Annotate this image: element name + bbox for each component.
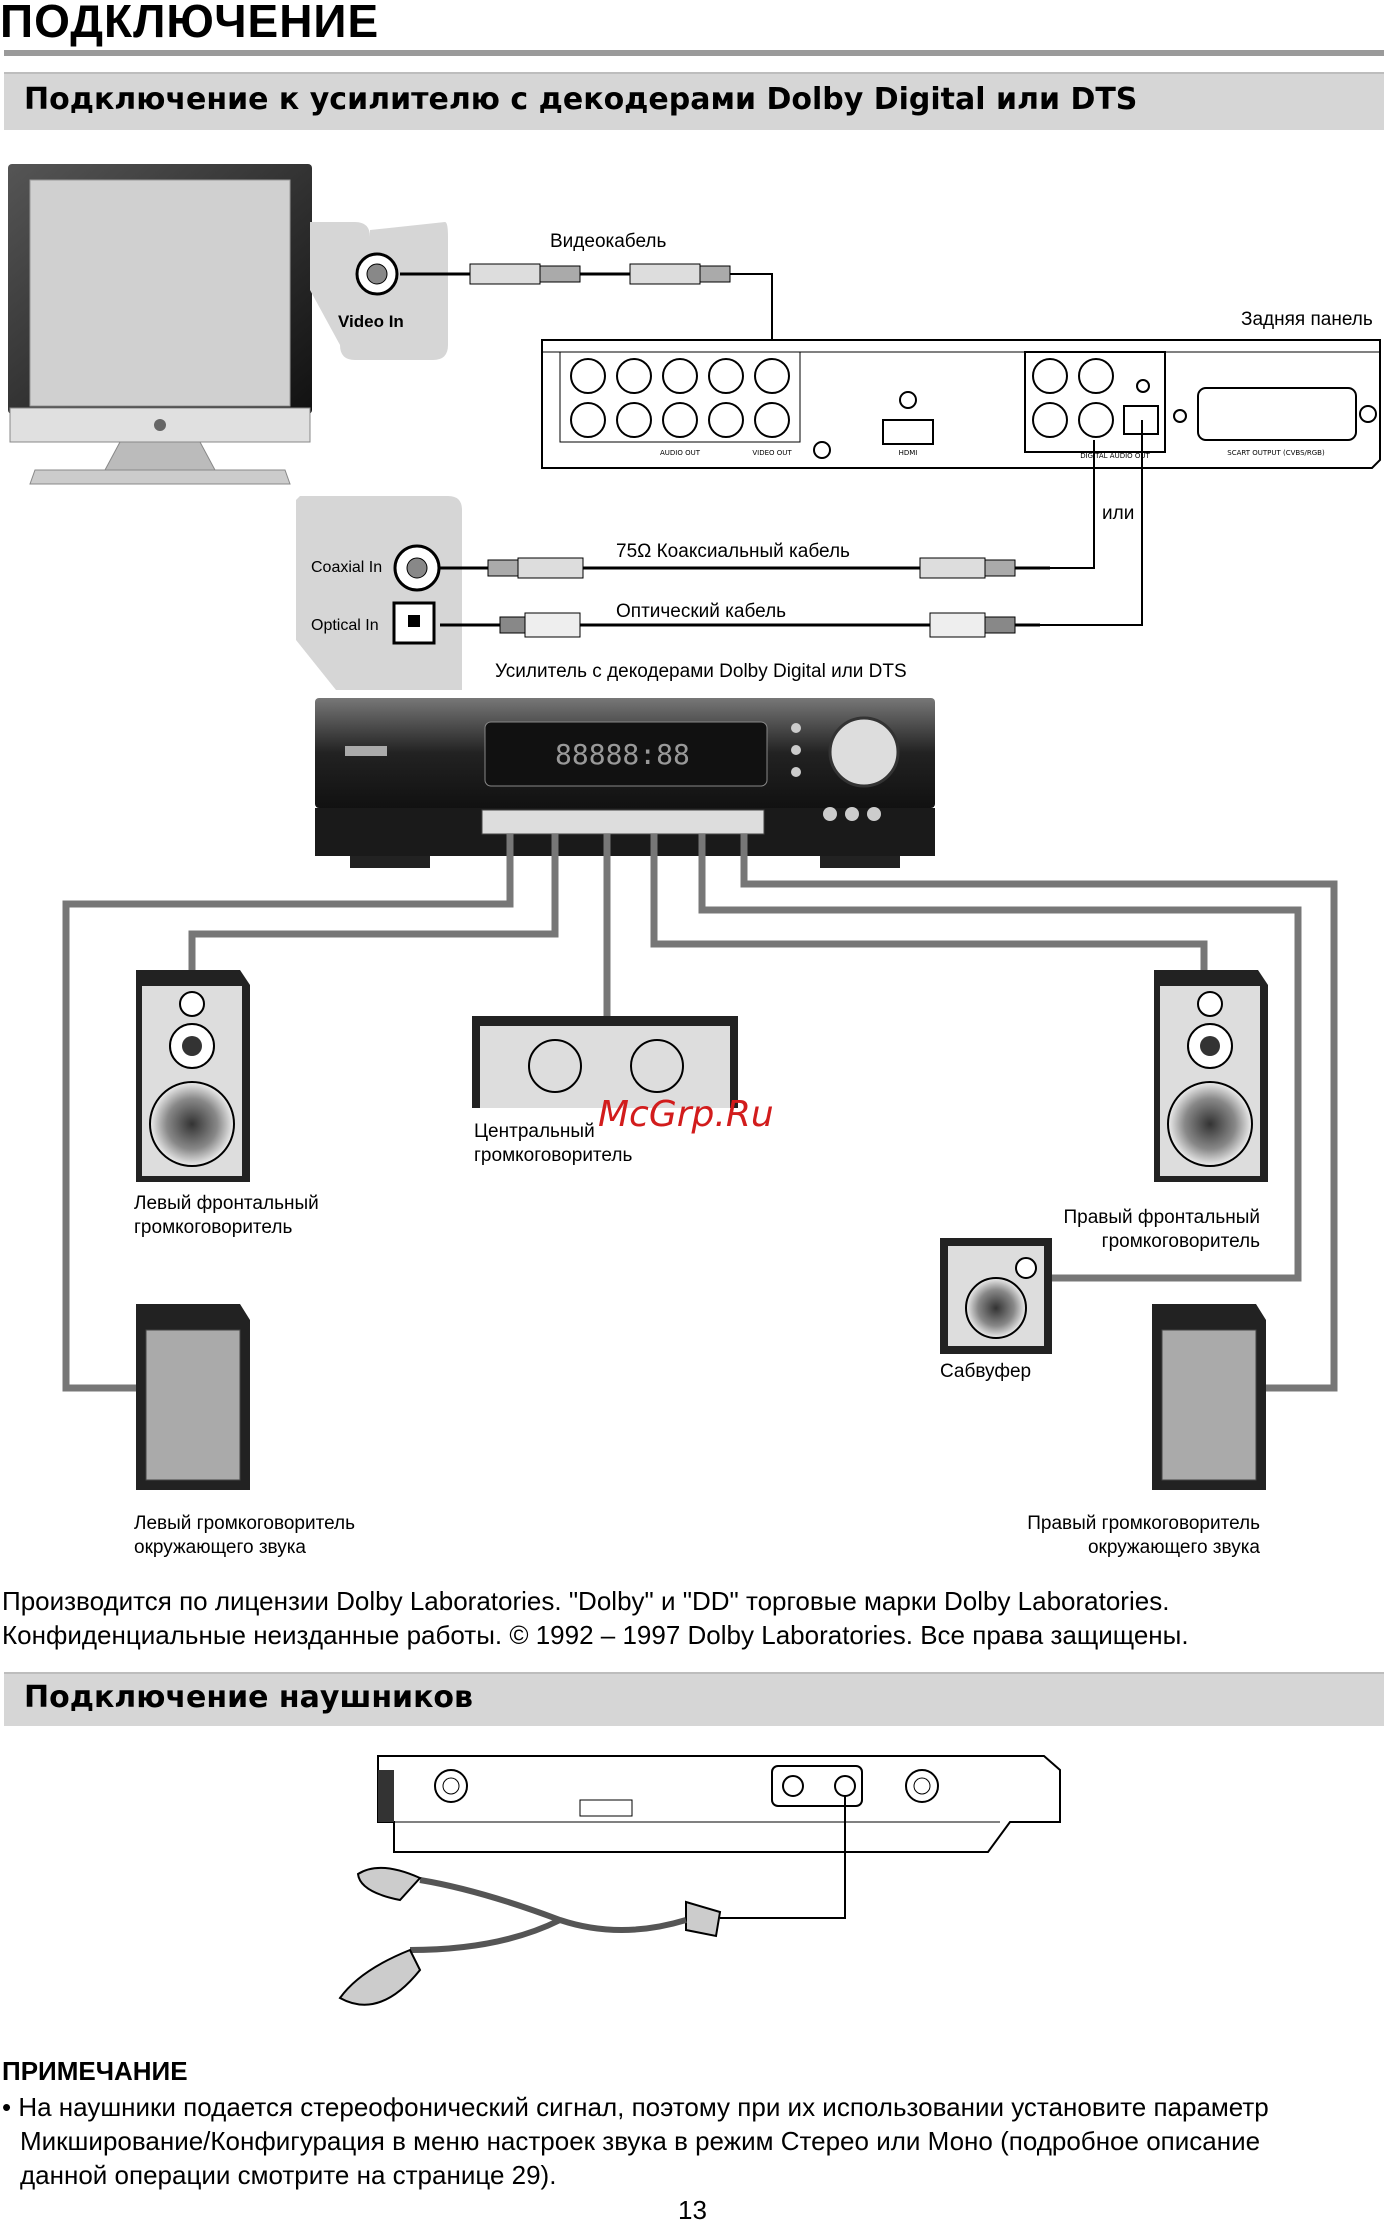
- subwoofer: [940, 1238, 1052, 1354]
- page-number: 13: [678, 2195, 707, 2225]
- video-in-label: Video In: [338, 312, 404, 331]
- rear-panel-label: Задняя панель: [1241, 309, 1373, 330]
- digital-audio-out-label: DIGITAL AUDIO OUT: [1080, 452, 1150, 460]
- note-line: Микширование/Конфигурация в меню настрое…: [20, 2126, 1261, 2156]
- subwoofer-label: Сабвуфер: [940, 1361, 1032, 1382]
- coaxial-in-label: Coaxial In: [311, 559, 383, 576]
- watermark: McGrp.Ru: [598, 1094, 774, 1135]
- hdmi-label: HDMI: [899, 449, 918, 457]
- amplifier-illustration: 88888:88: [315, 698, 935, 868]
- section-heading-amplifier: Подключение к усилителю с декодерами Dol…: [4, 72, 1384, 130]
- left-front-speaker: [136, 970, 250, 1182]
- tv-illustration: [8, 164, 312, 485]
- note-heading: ПРИМЕЧАНИЕ: [2, 2056, 188, 2086]
- license-line-2: Конфиденциальные неизданные работы. © 19…: [2, 1620, 1189, 1650]
- center-speaker: [472, 1016, 738, 1108]
- coaxial-cable-label: 75Ω Коаксиальный кабель: [616, 541, 850, 562]
- section-heading-headphones: Подключение наушников: [4, 1672, 1384, 1726]
- amplifier-label: Усилитель с декодерами Dolby Digital или…: [495, 661, 907, 682]
- left-front-speaker-label: Левый фронтальный громкоговоритель: [134, 1193, 319, 1238]
- speaker-wires: [62, 834, 1338, 1392]
- coaxial-cable: [440, 440, 1095, 579]
- section-heading-text: Подключение к усилителю с декодерами Dol…: [24, 82, 1138, 117]
- video-in-jack-callout: [310, 222, 448, 360]
- right-front-speaker: [1154, 970, 1268, 1182]
- license-line-1: Производится по лицензии Dolby Laborator…: [2, 1586, 1170, 1616]
- center-speaker-label: Центральный громкоговоритель: [474, 1121, 633, 1166]
- optical-cable: [440, 420, 1143, 638]
- right-surround-speaker: [1152, 1304, 1266, 1490]
- section-heading-text: Подключение наушников: [24, 1680, 474, 1715]
- headphones-illustration: [338, 1796, 846, 2006]
- rear-panel-illustration: AUDIO OUT VIDEO OUT HDMI DIGITAL AUDIO O…: [541, 339, 1381, 469]
- or-label: или: [1102, 503, 1135, 524]
- video-out-label: VIDEO OUT: [752, 449, 792, 457]
- video-cable: [400, 263, 773, 372]
- optical-in-label: Optical In: [311, 617, 379, 634]
- amp-display-text: 88888:88: [555, 738, 690, 771]
- right-surround-speaker-label: Правый громкоговоритель окружающего звук…: [1027, 1513, 1260, 1558]
- video-cable-label: Видеокабель: [550, 231, 667, 252]
- left-surround-speaker: [136, 1304, 250, 1490]
- left-surround-speaker-label: Левый громкоговоритель окружающего звука: [134, 1513, 356, 1558]
- note-line: • На наушники подается стереофонический …: [2, 2092, 1269, 2122]
- right-front-speaker-label: Правый фронтальный громкоговоритель: [1063, 1207, 1261, 1252]
- note-body: • На наушники подается стереофонический …: [2, 2090, 1269, 2192]
- optical-cable-label: Оптический кабель: [616, 601, 787, 622]
- dvd-player-front-illustration: [377, 1755, 1061, 1853]
- page-title: ПОДКЛЮЧЕНИЕ: [0, 0, 380, 47]
- amp-input-callout: [296, 496, 462, 690]
- note-line: данной операции смотрите на странице 29)…: [20, 2160, 557, 2190]
- audio-out-label: AUDIO OUT: [660, 449, 701, 457]
- title-rule: [4, 50, 1384, 56]
- scart-label: SCART OUTPUT (CVBS/RGB): [1227, 449, 1325, 457]
